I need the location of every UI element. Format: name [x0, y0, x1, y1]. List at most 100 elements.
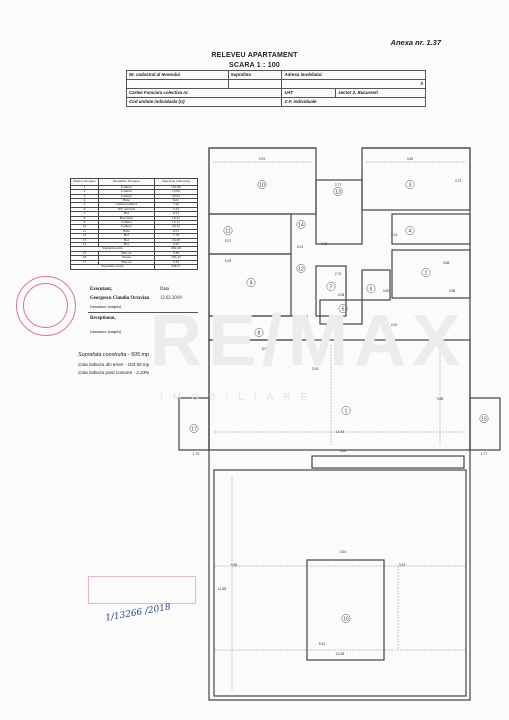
suprafata-totala-value: 438.57 — [153, 264, 199, 270]
dimension-label: 3.88 — [443, 261, 450, 265]
room-number-label: 11 — [225, 228, 230, 234]
cod-unitate-label: Cod unitate individuala (U) — [125, 97, 283, 107]
room-number-circle — [246, 278, 256, 287]
room-number-label: 3 — [409, 182, 412, 188]
room-number-circle — [405, 226, 415, 235]
dimension-label: 3.50 — [383, 289, 390, 293]
receptionat-note: (semnatura, stampila) — [90, 330, 122, 334]
room-number-circle — [338, 304, 348, 313]
room-number-label: 15 — [481, 416, 487, 422]
room-number-circle — [296, 264, 306, 273]
room-number-label: 7 — [330, 284, 333, 290]
room-7-outline — [315, 265, 347, 317]
data-value: 12.02.2018 — [160, 296, 182, 301]
dimension-label: 1.77 — [481, 452, 488, 456]
room-11-outline — [208, 213, 292, 255]
room-number-label: 13 — [335, 189, 341, 195]
suprafata-construita: Suprafata construita - 505 mp — [78, 352, 150, 358]
dimension-label: 9.88 — [231, 563, 238, 567]
room-number-label: 6 — [370, 286, 373, 292]
watermark-sub: IMOBILIARE — [160, 392, 318, 403]
room-number-circle — [296, 220, 306, 229]
terrace-inner-box — [306, 559, 385, 661]
office-stamp — [88, 576, 196, 604]
dimension-label: 8.42 — [319, 642, 326, 646]
dimension-label: 3.03 — [391, 233, 398, 237]
cota-comune: Cota indiviza parti comune - 2.33% — [78, 370, 150, 375]
dimension-label: 3.82 — [407, 157, 414, 161]
room-2-outline — [391, 249, 471, 299]
room-number-label: 14 — [298, 222, 304, 228]
terrace-16-outline — [213, 469, 467, 697]
dimension-label: 2.55 — [243, 319, 250, 323]
dimension-label: 5.13 — [297, 245, 304, 249]
room-number-circle — [479, 414, 489, 423]
room-13-outline — [315, 179, 363, 245]
dimension-label: 2.08 — [338, 293, 345, 297]
outer-wall — [208, 148, 471, 701]
room-number-label: 4 — [409, 228, 412, 234]
room-5-outline — [319, 299, 363, 325]
dimension-label: 1.91 — [295, 315, 302, 319]
room-number-label: 16 — [343, 616, 349, 622]
room-number-circle — [189, 424, 199, 433]
dimension-label: 3.93 — [399, 563, 406, 567]
dimension-label: 3.88 — [449, 289, 456, 293]
room-number-circle — [333, 187, 343, 196]
dimension-label: 3.91 — [259, 157, 266, 161]
dimension-label: 9.88 — [437, 397, 444, 401]
watermark-brand: RE/MAX — [150, 301, 467, 381]
room-number-circle — [341, 406, 351, 415]
dimension-label: 3.62 — [340, 449, 347, 453]
header-table: Nr. cadastral al terenului Suprafata Adr… — [125, 70, 426, 107]
executant-label: Executant, — [90, 287, 112, 292]
dimension-label: 2.77 — [335, 183, 342, 187]
suprafata-totala-label: Suprafata totala — [70, 264, 155, 270]
room-number-circle — [223, 226, 233, 235]
dimension-label: 2.70 — [335, 272, 342, 276]
receptionat-label: Receptionat, — [90, 316, 116, 321]
cf-individuale-label: C.F. individuale — [281, 97, 426, 107]
room-1-outline — [208, 339, 471, 451]
room-number-label: 1 — [345, 408, 348, 414]
dimension-label: 5.27 — [225, 239, 232, 243]
document-scale: SCARA 1 : 100 — [229, 62, 280, 69]
dimension-label: 3.54 — [340, 550, 347, 554]
room-number-label: 5 — [342, 306, 345, 312]
annex-number: Anexa nr. 1.37 — [390, 38, 441, 47]
terrace-step — [311, 455, 465, 469]
balcony-17-outline — [178, 397, 210, 451]
dimension-label: 11.88 — [218, 587, 226, 591]
signature-divider — [88, 312, 198, 313]
executant-name: Georgescu Claudiu Octavian — [90, 296, 150, 301]
room-12-outline — [361, 269, 391, 301]
executant-note: (semnatura, stampila) — [90, 305, 122, 309]
data-label: Data — [160, 287, 170, 292]
cota-teren: Cota indiviza din teren - 103.00 mp — [78, 362, 150, 367]
room-number-circle — [254, 328, 264, 337]
room-4-outline — [391, 213, 471, 245]
balcony-15-outline — [469, 397, 501, 451]
room-3-outline — [361, 147, 471, 211]
dimension-label: 3.72 — [455, 179, 462, 183]
dimension-label: 2.93 — [312, 367, 319, 371]
room-area-table: Numar Incapere Denumire Incapere Suprafa… — [70, 178, 199, 270]
room-number-circle — [341, 614, 351, 623]
dimension-label: 10.38 — [336, 652, 345, 656]
room-number-circle — [326, 282, 336, 291]
dimension-label: 8.91 — [262, 347, 269, 351]
data2-label: Data — [160, 316, 170, 321]
dimension-label: 1.70 — [193, 452, 200, 456]
room-number-label: 9 — [250, 280, 253, 286]
room-number-label: 10 — [259, 182, 265, 188]
room-number-circle — [421, 268, 431, 277]
dimension-label: 4.92 — [391, 323, 398, 327]
room-number-label: 17 — [191, 426, 197, 432]
room-number-label: 12 — [298, 266, 304, 272]
cadastre-stamp — [16, 276, 76, 336]
dimension-label: 3.45 — [321, 242, 328, 246]
dimension-label: 14.54 — [336, 430, 345, 434]
